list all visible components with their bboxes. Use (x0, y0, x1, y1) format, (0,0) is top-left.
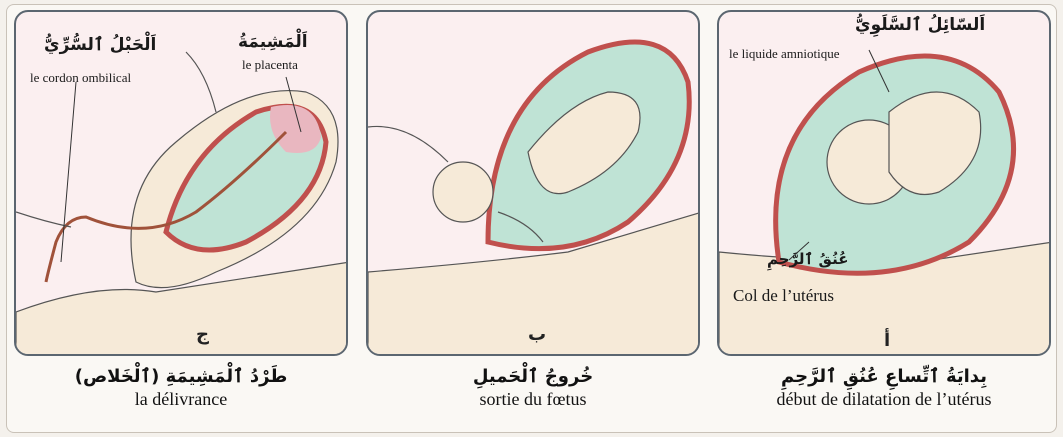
panel-letter-b: ب (528, 324, 546, 345)
panel-dilatation: اَلسّائِلُ ٱلسَّلَوِيُّ le liquide amnio… (717, 10, 1051, 356)
placenta-label-ar: اَلْمَشِيمَةُ (238, 32, 308, 52)
panel-fetus-exit: ب (366, 10, 700, 356)
caption-delivery: طَرْدُ ٱلْمَشِيمَةِ (ٱلْخَلاص) la délivr… (14, 366, 348, 410)
hand-outline (16, 212, 71, 227)
caption-delivery-ar: طَرْدُ ٱلْمَشِيمَةِ (ٱلْخَلاص) (14, 366, 348, 387)
cord-label-fr: le cordon ombilical (30, 70, 131, 86)
caption-fetus-exit: خُروجُ ٱلْحَميلِ sortie du fœtus (366, 366, 700, 410)
fluid-label-fr: le liquide amniotique (729, 46, 839, 62)
caption-dilatation-fr: début de dilatation de l’utérus (717, 389, 1051, 410)
fluid-label-ar: اَلسّائِلُ ٱلسَّلَوِيُّ (855, 14, 985, 35)
panel-delivery: اَلْحَبْلُ ٱلسُّرِّيُّ le cordon ombilic… (14, 10, 348, 356)
caption-dilatation: بِدايَةُ ٱتِّساعِ عُنُقِ ٱلرَّحِمِ début… (717, 366, 1051, 410)
caption-dilatation-ar: بِدايَةُ ٱتِّساعِ عُنُقِ ٱلرَّحِمِ (717, 366, 1051, 387)
cord-pointer (61, 82, 76, 262)
panel-letter-a: أ (884, 330, 890, 351)
caption-delivery-fr: la délivrance (14, 389, 348, 410)
cord-label-ar: اَلْحَبْلُ ٱلسُّرِّيُّ (44, 34, 156, 55)
hand-top (186, 52, 216, 112)
fetus-exit-illustration (368, 12, 700, 356)
cervix-label-fr: Col de l’utérus (733, 286, 834, 306)
fetus-head (433, 162, 493, 222)
caption-fetus-exit-fr: sortie du fœtus (366, 389, 700, 410)
panel-letter-c: ج (196, 324, 209, 345)
hand-left (368, 126, 448, 162)
caption-fetus-exit-ar: خُروجُ ٱلْحَميلِ (366, 366, 700, 387)
delivery-illustration (16, 12, 348, 356)
placenta-label-fr: le placenta (242, 57, 298, 73)
cervix-label-ar: عُنُقُ ٱلرَّحِمِ (767, 250, 848, 268)
